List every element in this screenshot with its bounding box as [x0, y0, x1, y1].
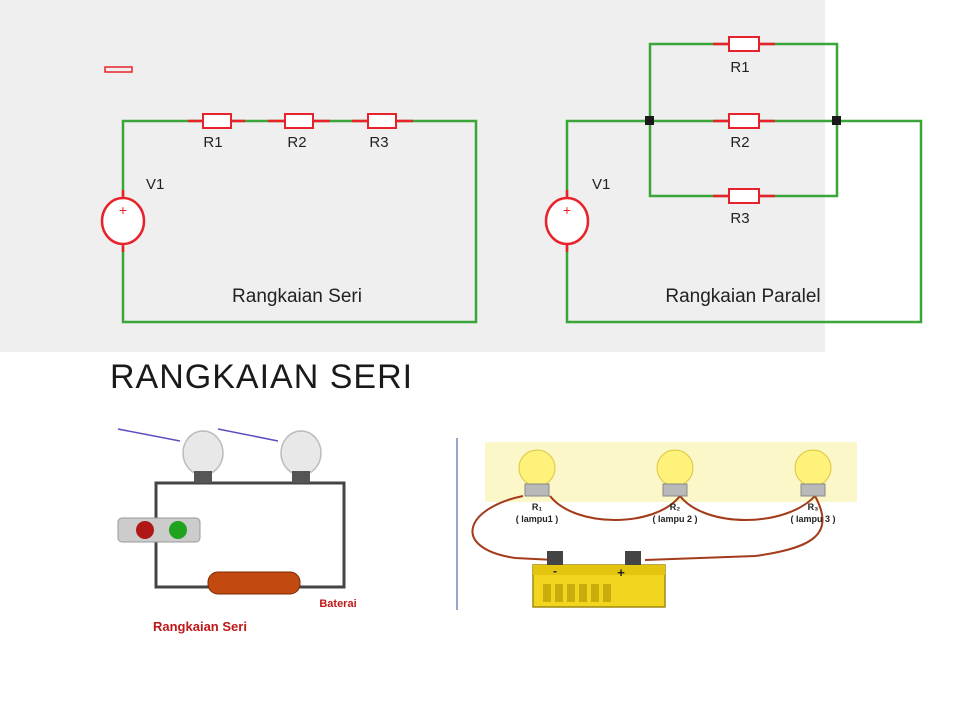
series-caption: Rangkaian Seri [232, 286, 362, 307]
minus-terminal-label: - [553, 564, 557, 578]
plus-icon: + [563, 202, 571, 218]
bulb-wire [471, 495, 556, 561]
pointer-arrow [217, 428, 279, 442]
series-r3-label: R3 [369, 134, 388, 151]
green-light-icon [169, 521, 187, 539]
branch-top-wire [648, 42, 839, 121]
pointer-arrow [117, 428, 181, 442]
red-light-icon [136, 521, 154, 539]
parallel-resistor-r1 [728, 36, 760, 52]
bulb-icon [794, 449, 832, 497]
plus-icon: + [119, 202, 127, 218]
parallel-caption: Rangkaian Paralel [665, 286, 820, 307]
slide-title: RANGKAIAN SERI [110, 358, 414, 396]
series-r1-label: R1 [203, 134, 222, 151]
series-voltage-source [100, 196, 146, 246]
bulb-3-label: R₃ [808, 502, 819, 512]
parallel-resistor-r3 [728, 188, 760, 204]
bulb-wire [549, 494, 824, 561]
series-lamp-illustration: Baterai Rangkaian Seri [98, 425, 400, 635]
bulb-icon [280, 430, 322, 483]
battery-icon [207, 571, 301, 595]
parallel-main-wire [565, 119, 923, 324]
red-marker [104, 66, 133, 73]
series-r2-label: R2 [287, 134, 306, 151]
resistor-r3 [367, 113, 397, 129]
switch-icon [117, 517, 201, 543]
bulb-3-sublabel: ( lampu 3 ) [790, 514, 835, 524]
resistor-r1 [202, 113, 232, 129]
resistor-r2 [284, 113, 314, 129]
plus-terminal-label: + [617, 565, 625, 580]
parallel-circuit-diagram: R1 R2 R3 + V1 Rangkaian Paralel [544, 36, 923, 324]
series-bulb-battery-illustration: R₁ ( lampu1 ) R₂ ( lampu 2 ) R₃ ( lampu … [455, 438, 860, 610]
series-source-label: V1 [146, 176, 164, 193]
car-battery-icon [532, 551, 666, 608]
battery-label: Baterai [319, 598, 356, 610]
bulb-2-label: R₂ [670, 502, 681, 512]
branch-bottom-wire [648, 121, 839, 198]
series-circuit-diagram: R1 R2 R3 + V1 Rangkaian Seri [100, 66, 478, 324]
bulb-icon [656, 449, 694, 497]
parallel-voltage-source [544, 196, 590, 246]
bottom-slide-panel [0, 0, 825, 352]
parallel-source-label: V1 [592, 176, 610, 193]
parallel-r2-label: R2 [730, 134, 749, 151]
bulb-icon [182, 430, 224, 483]
junction-right [832, 116, 841, 125]
parallel-resistor-r2 [728, 113, 760, 129]
junction-left [645, 116, 654, 125]
bulb-1-sublabel: ( lampu1 ) [516, 514, 559, 524]
bulb-2-sublabel: ( lampu 2 ) [652, 514, 697, 524]
left-picture-caption: Rangkaian Seri [153, 619, 247, 634]
bulb-1-label: R₁ [532, 502, 542, 512]
series-wire [121, 119, 478, 324]
bulb-icon [518, 449, 556, 497]
parallel-r1-label: R1 [730, 59, 749, 76]
parallel-r3-label: R3 [730, 210, 749, 227]
